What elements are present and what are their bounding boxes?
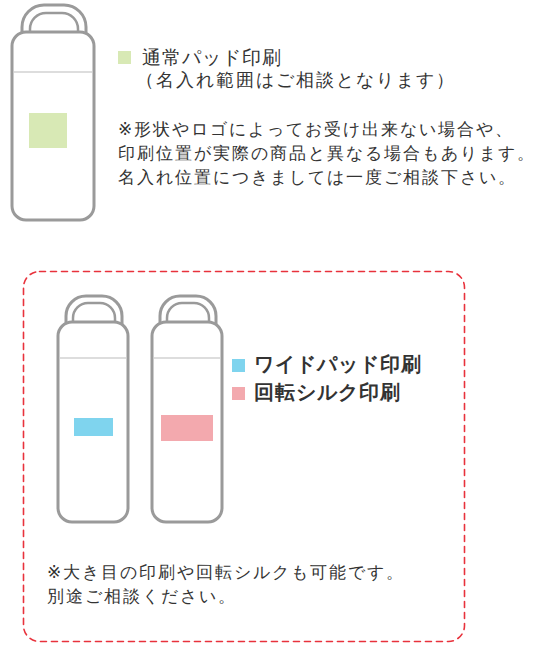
bottle: [12, 5, 94, 220]
legend-note: （名入れ範囲はご相談となります）: [136, 68, 456, 92]
note-text: ※形状やロゴによってお受け出来ない場合や、 印刷位置が実際の商品と異なる場合もあ…: [118, 117, 539, 189]
note-frame: ※大き目の印刷や回転シルクも可能です。 別途ご相談ください。: [22, 270, 466, 643]
legend-swatch: [232, 359, 245, 372]
legend-text: ワイドパッド印刷: [254, 351, 422, 377]
note-text: ※大き目の印刷や回転シルクも可能です。 別途ご相談ください。: [47, 560, 419, 608]
bottle: [152, 296, 222, 522]
legend-text: 通常パッド印刷: [142, 44, 282, 70]
print-area: [29, 113, 67, 148]
bottle: [58, 296, 128, 522]
legend-swatch: [232, 387, 245, 400]
legend-swatch: [118, 51, 131, 64]
legend-text: 回転シルク印刷: [254, 379, 401, 405]
print-area: [161, 415, 213, 441]
print-area: [74, 418, 113, 436]
